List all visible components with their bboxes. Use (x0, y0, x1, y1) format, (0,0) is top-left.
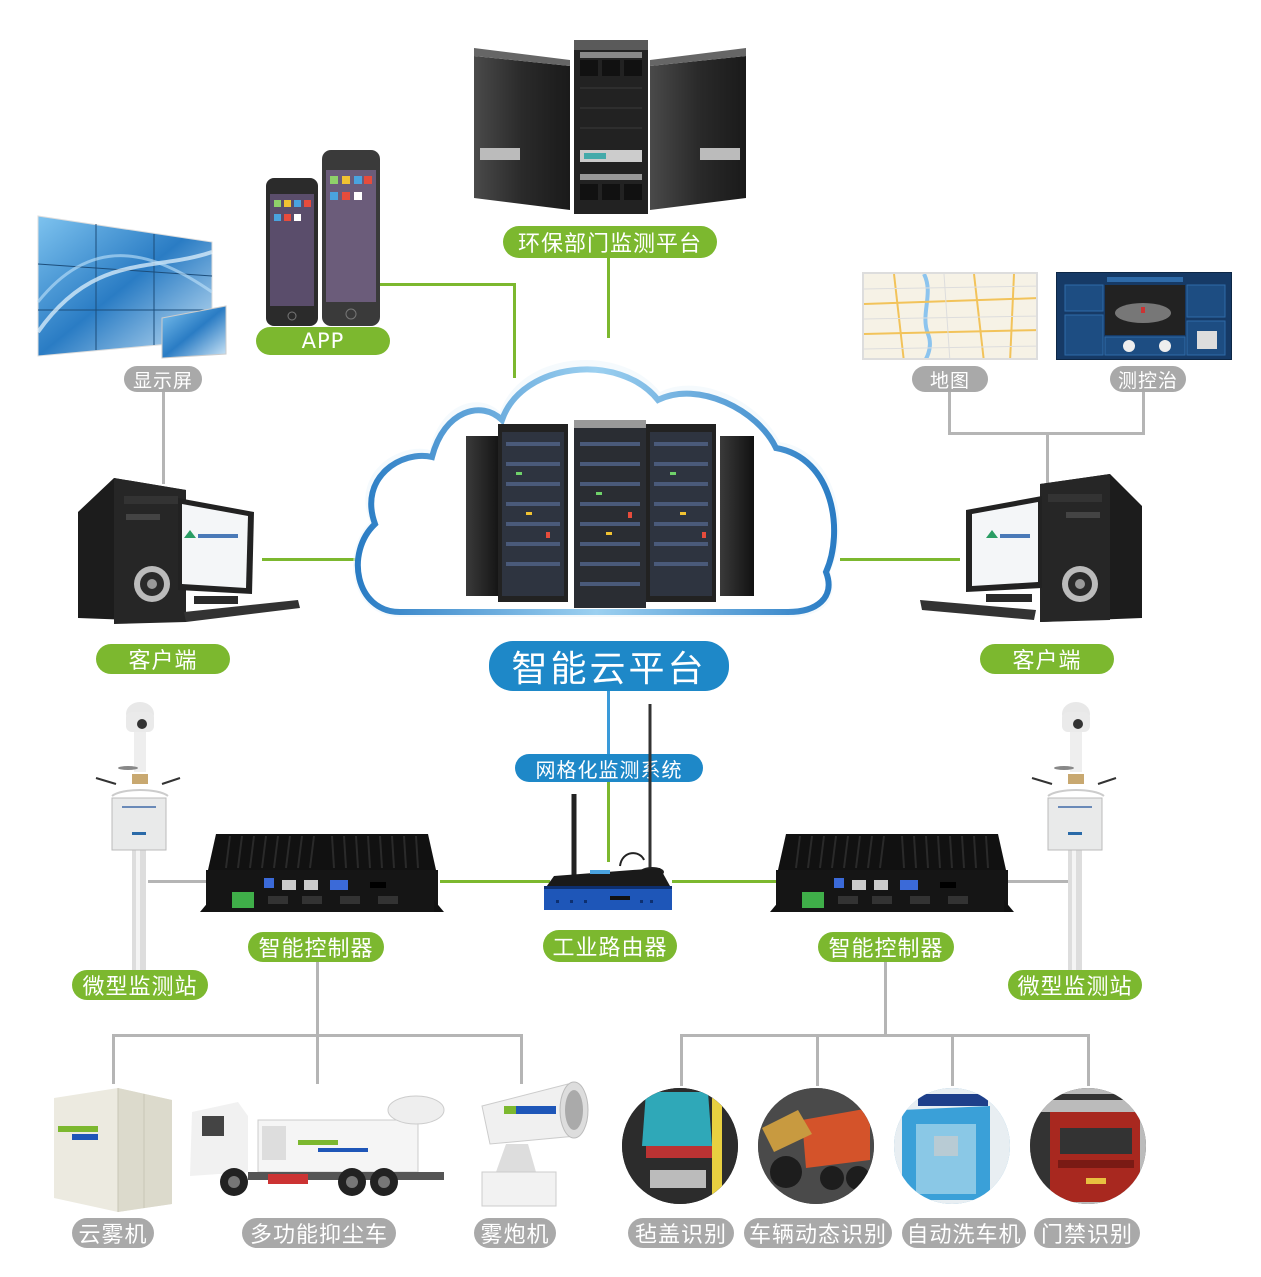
app-label: APP (256, 327, 390, 355)
fog-machine-icon (52, 1086, 174, 1212)
map-icon (862, 272, 1038, 360)
monitoring-station-icon (1028, 700, 1122, 970)
controller-box-icon (770, 830, 1014, 918)
station-right-label: 微型监测站 (1008, 970, 1142, 1000)
desktop-computer-icon (74, 472, 302, 632)
video-wall-icon (34, 212, 230, 362)
server-racks-icon (470, 38, 750, 216)
desktop-computer-icon (916, 470, 1146, 630)
router-label: 工业路由器 (543, 930, 677, 962)
gate-recognition-icon (1030, 1088, 1146, 1204)
connector-line (951, 1034, 954, 1086)
controller-left-label: 智能控制器 (248, 932, 384, 962)
monitoring-station-icon (92, 700, 186, 970)
client-right-label: 客户端 (980, 644, 1114, 674)
controller-right-label: 智能控制器 (818, 932, 954, 962)
connector-line (672, 880, 776, 883)
router-icon (540, 700, 676, 916)
connector-line (440, 880, 550, 883)
connector-line (1046, 432, 1049, 484)
connector-line (316, 1034, 319, 1084)
control-label: 测控治 (1110, 366, 1186, 392)
client-left-label: 客户端 (96, 644, 230, 674)
fog-cannon-icon (476, 1076, 594, 1208)
grid-system-label: 网格化监测系统 (515, 754, 703, 782)
connector-line (840, 558, 960, 561)
connector-line (262, 558, 362, 561)
device-label: 车辆动态识别 (744, 1218, 892, 1248)
controller-box-icon (200, 830, 444, 918)
device-label: 云雾机 (72, 1218, 154, 1248)
connector-line (948, 392, 951, 434)
device-label: 毡盖识别 (628, 1218, 734, 1248)
connector-line (148, 880, 208, 883)
device-label: 门禁识别 (1034, 1218, 1140, 1248)
connector-line (607, 782, 610, 862)
connector-line (680, 1034, 1090, 1037)
connector-line (520, 1034, 523, 1084)
map-label: 地图 (912, 366, 988, 392)
device-label: 雾炮机 (474, 1218, 556, 1248)
env-platform-label: 环保部门监测平台 (503, 226, 717, 258)
control-dashboard-icon (1056, 272, 1232, 360)
connector-line (378, 283, 515, 286)
tarp-recognition-icon (622, 1088, 738, 1204)
connector-line (1000, 880, 1075, 883)
connector-line (513, 283, 516, 378)
connector-line (112, 1034, 115, 1084)
connector-line (607, 258, 610, 338)
smartphone-icon (264, 148, 382, 328)
car-wash-icon (894, 1088, 1010, 1204)
device-label: 多功能抑尘车 (242, 1218, 396, 1248)
vehicle-recognition-icon (758, 1088, 874, 1204)
display-label: 显示屏 (124, 366, 202, 392)
connector-line (816, 1034, 819, 1086)
dust-truck-icon (188, 1092, 458, 1198)
connector-line (884, 962, 887, 1036)
connector-line (1142, 392, 1145, 434)
connector-line (607, 690, 610, 754)
connector-line (1087, 1034, 1090, 1086)
connector-line (162, 392, 165, 484)
cloud-platform-label: 智能云平台 (489, 641, 729, 691)
station-left-label: 微型监测站 (72, 970, 208, 1000)
connector-line (316, 962, 319, 1036)
connector-line (680, 1034, 683, 1086)
device-label: 自动洗车机 (902, 1218, 1026, 1248)
cloud-server-icon (340, 332, 860, 632)
